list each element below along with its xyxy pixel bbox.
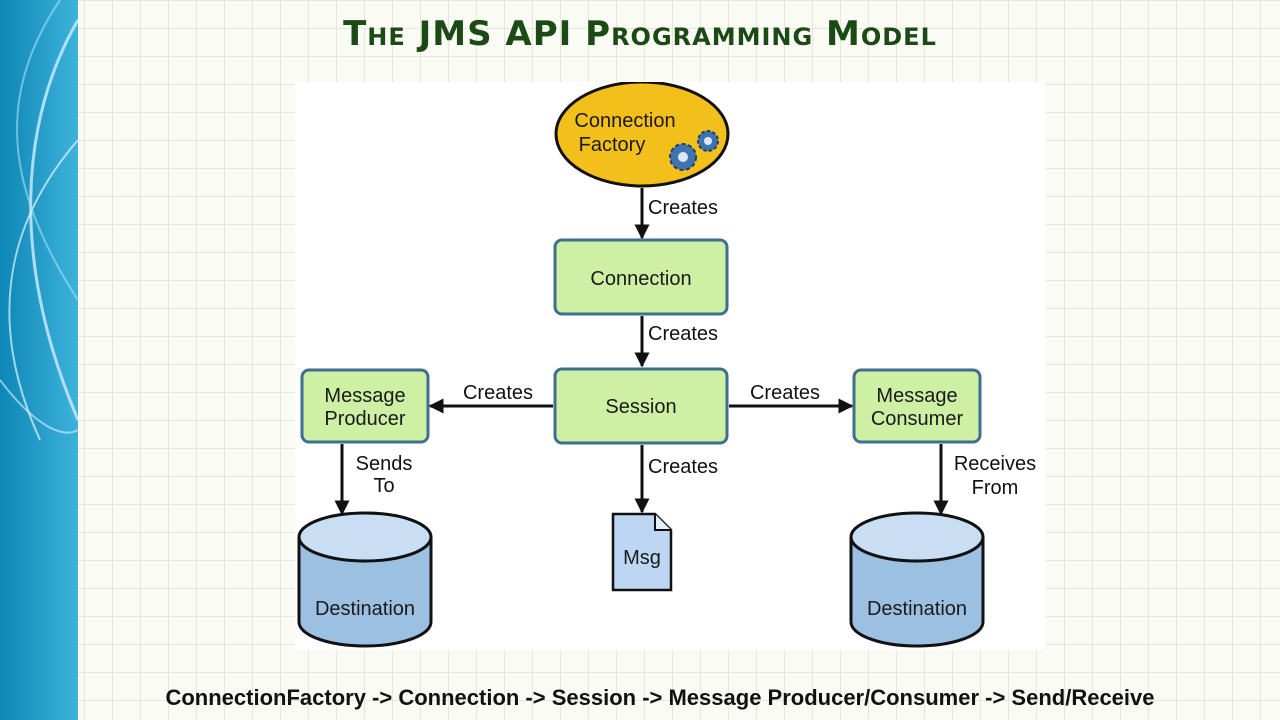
- decorative-side-band: [0, 0, 78, 720]
- message-consumer-node: Message Consumer: [852, 368, 982, 444]
- edge-label-factory-connection: Creates: [648, 197, 718, 219]
- gear-icon: [669, 130, 719, 171]
- edge-label-session-producer: Creates: [463, 382, 533, 404]
- jms-diagram: Connection Factory Creates Connection Cr…: [297, 82, 1036, 648]
- edge-label-connection-session: Creates: [648, 323, 718, 345]
- session-label: Session: [605, 396, 676, 418]
- document-icon: [611, 512, 673, 592]
- connection-factory-label-line2: Factory: [579, 134, 646, 156]
- page-title: The JMS API Programming Model: [343, 14, 937, 54]
- database-icon: [297, 511, 433, 648]
- edge-label-sends-line1: Sends: [356, 453, 413, 475]
- session-node: Session: [553, 367, 729, 445]
- message-producer-label-line1: Message: [324, 385, 405, 407]
- edge-label-session-msg: Creates: [648, 456, 718, 478]
- destination-left-label: Destination: [315, 598, 415, 620]
- database-icon: [849, 511, 985, 648]
- diagram-panel: Connection Factory Creates Connection Cr…: [295, 82, 1045, 650]
- edge-label-receives-line2: From: [972, 477, 1019, 499]
- edge-label-session-consumer: Creates: [750, 382, 820, 404]
- message-producer-label-line2: Producer: [324, 408, 405, 430]
- connection-node: Connection: [553, 238, 729, 316]
- destination-left-node: Destination: [297, 511, 433, 648]
- destination-right-node: Destination: [849, 511, 985, 648]
- message-consumer-label-line2: Consumer: [871, 408, 964, 430]
- connection-factory-node: Connection Factory: [554, 82, 730, 188]
- flow-caption: ConnectionFactory -> Connection -> Sessi…: [165, 685, 1155, 710]
- message-consumer-label-line1: Message: [876, 385, 957, 407]
- msg-node: Msg: [611, 512, 673, 592]
- msg-label: Msg: [623, 547, 661, 569]
- connection-factory-label-line1: Connection: [574, 110, 675, 132]
- connection-label: Connection: [590, 268, 691, 290]
- destination-right-label: Destination: [867, 598, 967, 620]
- edge-label-receives-line1: Receives: [954, 453, 1036, 475]
- edge-label-sends-line2: To: [373, 475, 394, 497]
- message-producer-node: Message Producer: [300, 368, 430, 444]
